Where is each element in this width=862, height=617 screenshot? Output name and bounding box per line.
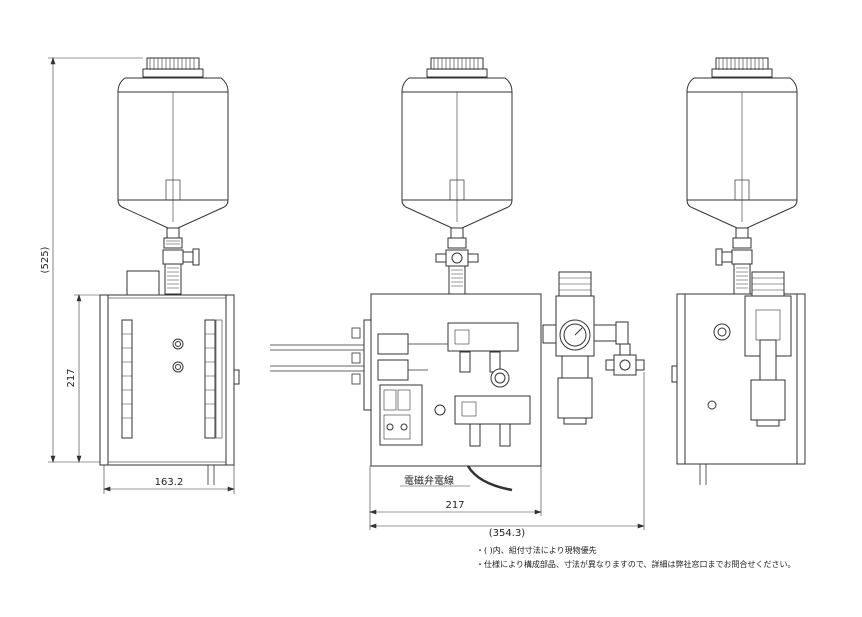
side-dimensions (48, 57, 235, 494)
valve-fitting (162, 227, 200, 295)
oil-tank (117, 77, 229, 229)
solenoid-wire (466, 465, 513, 492)
dimension-side-width: 163.2 (155, 477, 184, 488)
valve-fitting (435, 227, 479, 295)
oil-tank (401, 77, 513, 229)
dimension-body-height: 217 (66, 368, 77, 387)
tank-cap (711, 57, 773, 78)
pump-body-rear (671, 271, 806, 485)
filter-regulator (542, 271, 645, 425)
tank-cap (426, 57, 488, 78)
terminal-box (126, 270, 160, 297)
dimension-overall-height: (525) (40, 246, 51, 273)
note-1: ・( )内、組付寸法により現物優先 (476, 546, 597, 555)
side-view (48, 57, 240, 494)
tank-cap (142, 57, 204, 78)
pump-body-side (99, 294, 240, 485)
dimension-front-width: 217 (445, 500, 464, 511)
rear-view (671, 57, 806, 485)
valve-fitting (715, 227, 753, 295)
dimension-total-width: (354.3) (489, 528, 526, 539)
oil-tank (686, 77, 798, 229)
front-dimensions (369, 372, 645, 530)
note-2: ・仕様により構成部品、寸法が異なりますので、詳細は弊社窓口までお問合せください。 (476, 560, 796, 569)
pump-body-front (363, 293, 542, 467)
inlet-pipes (270, 327, 364, 385)
solenoid-wire-label: 電磁弁電線 (404, 474, 454, 487)
front-view (270, 57, 645, 530)
